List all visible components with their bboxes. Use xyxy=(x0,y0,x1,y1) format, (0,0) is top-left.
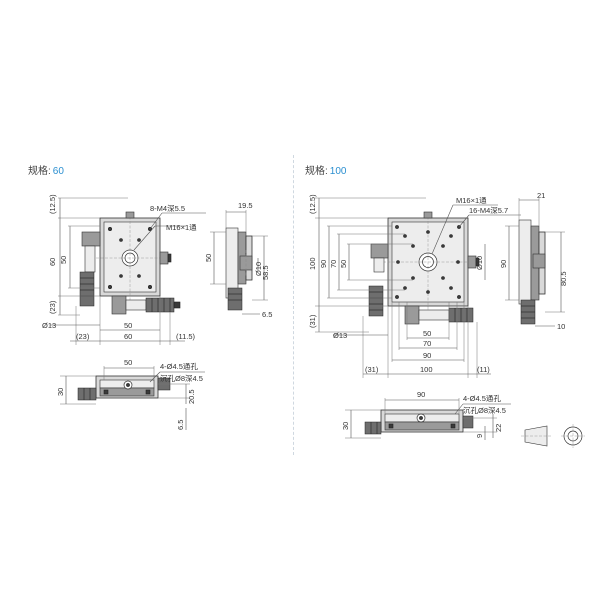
dim-top-clear: (12.5) xyxy=(308,194,317,214)
callout-thread: M16×1通 xyxy=(456,195,487,205)
callout-thread: M16×1通 xyxy=(166,222,197,232)
spec-value: 60 xyxy=(52,166,64,177)
spec-100-front-view: 90 30 22 9 4-Ø4.5通孔 沉孔Ø8深4.5 xyxy=(341,390,511,440)
projection-symbol-icon xyxy=(521,424,585,448)
callout-tapped: 8-M4深5.5 xyxy=(150,204,185,213)
callout-counterbore: 沉孔Ø8深4.5 xyxy=(160,374,203,383)
spec-60-side-view: 19.5 50 58.5 Ø10 6.5 xyxy=(204,201,272,319)
dim-front-height-30: 30 xyxy=(56,388,65,396)
callout-holes: 4-Ø4.5通孔 xyxy=(160,361,198,371)
dim-front-height-205: 20.5 xyxy=(187,389,196,404)
dim-left-31: (31) xyxy=(365,365,379,374)
callout-counterbore: 沉孔Ø8深4.5 xyxy=(463,406,506,415)
spec-60-drawing: (12.5) 60 50 (23) Ø13 50 (23) 60 (11.5) … xyxy=(42,194,272,430)
dim-height-70: 70 xyxy=(329,260,338,268)
dim-width-70: 70 xyxy=(423,339,431,348)
dim-side-height-50: 50 xyxy=(204,254,213,262)
callout-holes: 4-Ø4.5通孔 xyxy=(463,393,501,403)
dim-side-gap-10: 10 xyxy=(557,322,565,331)
dim-bottom-23: (23) xyxy=(48,300,57,314)
dim-front-width-50: 50 xyxy=(124,358,132,367)
dim-height-50: 50 xyxy=(339,260,348,268)
dim-side-width-21: 21 xyxy=(537,191,545,200)
y-micrometer-knob xyxy=(79,271,95,307)
dim-width-100: 100 xyxy=(420,365,433,374)
dim-front-bottom-65: 6.5 xyxy=(176,420,185,430)
dim-side-height-805: 80.5 xyxy=(559,271,568,286)
dim-height-90: 90 xyxy=(319,260,328,268)
dim-front-width-90: 90 xyxy=(417,390,425,399)
dim-side-dia10: Ø10 xyxy=(475,256,484,270)
spec-100-title: 规格:100 xyxy=(305,162,346,177)
dim-height-100: 100 xyxy=(308,257,317,270)
dim-bottom-31: (31) xyxy=(308,314,317,328)
dim-width-60: 60 xyxy=(124,332,132,341)
dim-dia13: Ø13 xyxy=(333,331,347,340)
spec-60-front-view: 50 30 20.5 6.5 4-Ø4.5通孔 沉孔Ø8深4.5 xyxy=(56,358,205,430)
spec-label: 规格: xyxy=(28,166,51,177)
dim-side-height-585: 58.5 xyxy=(261,265,270,280)
dim-side-gap-65: 6.5 xyxy=(262,310,272,319)
callout-tapped: 16-M4深5.7 xyxy=(469,206,508,215)
dim-front-gap-9: 9 xyxy=(475,434,484,438)
dim-right-115: (11.5) xyxy=(176,332,196,341)
spec-60-top-view: (12.5) 60 50 (23) Ø13 50 (23) 60 (11.5) … xyxy=(42,194,206,345)
spec-100-panel: 规格:100 xyxy=(293,0,600,600)
spec-label: 规格: xyxy=(305,166,328,177)
spec-value: 100 xyxy=(329,166,347,177)
spec-100-top-view: (12.5) 100 90 70 50 (31) Ø13 50 70 90 (3… xyxy=(308,194,521,378)
spec-60-panel: 规格:60 xyxy=(0,0,293,600)
dim-height-50: 50 xyxy=(59,256,68,264)
dim-width-50: 50 xyxy=(124,321,132,330)
dim-side-height-90: 90 xyxy=(499,260,508,268)
spec-60-title: 规格:60 xyxy=(28,162,64,177)
dim-dia13: Ø13 xyxy=(42,321,56,330)
dim-top-clear: (12.5) xyxy=(48,194,57,214)
dim-right-11: (11) xyxy=(477,365,490,374)
spec-100-side-view: 21 90 80.5 Ø10 10 xyxy=(475,191,568,331)
panel-divider xyxy=(293,155,294,455)
dim-side-width-195: 19.5 xyxy=(238,201,253,210)
dim-front-height-30: 30 xyxy=(341,422,350,430)
dim-height-60: 60 xyxy=(48,258,57,266)
dim-width-90: 90 xyxy=(423,351,431,360)
spec-100-drawing: (12.5) 100 90 70 50 (31) Ø13 50 70 90 (3… xyxy=(308,191,585,448)
y-micrometer-body xyxy=(81,231,101,247)
dim-front-height-22: 22 xyxy=(494,424,503,432)
dim-side-dia10: Ø10 xyxy=(254,262,263,276)
dim-width-50: 50 xyxy=(423,329,431,338)
dim-left-23: (23) xyxy=(76,332,90,341)
